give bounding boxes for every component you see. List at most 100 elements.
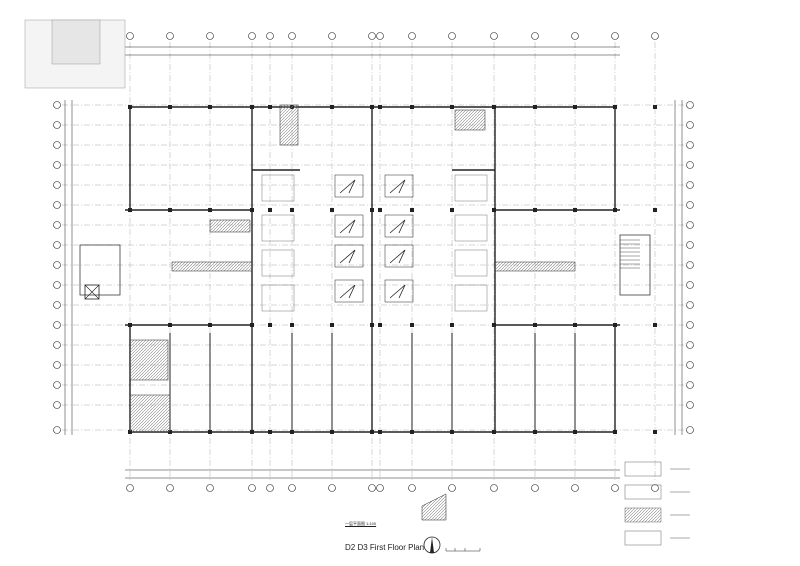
column [653, 430, 657, 434]
column [250, 323, 254, 327]
hatched-area [279, 104, 299, 146]
escalator [384, 244, 414, 268]
hatched-area [129, 394, 171, 433]
column [653, 323, 657, 327]
column [450, 430, 454, 434]
column [250, 105, 254, 109]
grid-bubble-right [686, 426, 694, 434]
grid-bubble-right [686, 181, 694, 189]
column [450, 105, 454, 109]
column [250, 208, 254, 212]
column [208, 208, 212, 212]
grid-bubble-top [126, 32, 134, 40]
scale-bar-icon [445, 548, 481, 552]
grid-bubble-top [651, 32, 659, 40]
column [168, 208, 172, 212]
grid-bubble-bottom [490, 484, 498, 492]
west-entrance [79, 244, 121, 296]
grid-bubble-top [531, 32, 539, 40]
escalator [334, 244, 364, 268]
atrium-void [454, 284, 488, 312]
grid-bubble-left [53, 201, 61, 209]
legend-swatch [624, 507, 662, 523]
key-plan-core [51, 19, 101, 65]
escalator [384, 174, 414, 198]
grid-bubble-top [376, 32, 384, 40]
legend-swatch [624, 484, 662, 500]
grid-bubble-right [686, 321, 694, 329]
column [613, 323, 617, 327]
grid-bubble-top [166, 32, 174, 40]
grid-bubble-bottom [531, 484, 539, 492]
atrium-void [454, 249, 488, 277]
column [378, 105, 382, 109]
grid-bubble-bottom [368, 484, 376, 492]
grid-bubble-right [686, 141, 694, 149]
grid-bubble-bottom [408, 484, 416, 492]
grid-bubble-bottom [611, 484, 619, 492]
north-arrow-needle [430, 537, 434, 553]
column [533, 208, 537, 212]
drawing-subtitle: 一层平面图 1:100 [345, 521, 377, 526]
grid-bubble-bottom [448, 484, 456, 492]
grid-bubble-bottom [651, 484, 659, 492]
escalator [384, 279, 414, 303]
column [370, 430, 374, 434]
grid-bubble-right [686, 301, 694, 309]
column [378, 430, 382, 434]
grid-bubble-right [686, 201, 694, 209]
elevator [84, 284, 100, 300]
grid-bubble-top [611, 32, 619, 40]
grid-bubble-right [686, 341, 694, 349]
column [450, 323, 454, 327]
grid-bubble-top [288, 32, 296, 40]
column [290, 323, 294, 327]
grid-bubble-left [53, 241, 61, 249]
grid-bubble-left [53, 181, 61, 189]
column [168, 105, 172, 109]
column [613, 105, 617, 109]
grid-bubble-right [686, 381, 694, 389]
hatched-area [454, 109, 486, 131]
column [492, 323, 496, 327]
escalator-arrow [339, 219, 356, 234]
grid-bubble-left [53, 281, 61, 289]
column [250, 430, 254, 434]
grid-bubble-right [686, 401, 694, 409]
entrance-steps [421, 493, 447, 521]
grid-bubble-top [490, 32, 498, 40]
grid-bubble-bottom [328, 484, 336, 492]
grid-bubble-left [53, 161, 61, 169]
column [330, 323, 334, 327]
grid-bubble-bottom [126, 484, 134, 492]
column [290, 208, 294, 212]
grid-bubble-left [53, 261, 61, 269]
column [410, 208, 414, 212]
column [573, 430, 577, 434]
grid-bubble-bottom [571, 484, 579, 492]
column [268, 430, 272, 434]
escalator-arrow [389, 249, 406, 264]
column [168, 323, 172, 327]
column [208, 430, 212, 434]
grid-bubble-right [686, 101, 694, 109]
grid-bubble-right [686, 281, 694, 289]
grid-bubble-top [408, 32, 416, 40]
grid-bubble-bottom [248, 484, 256, 492]
grid-bubble-left [53, 321, 61, 329]
atrium-void [261, 174, 295, 202]
elevator-cross [84, 284, 100, 300]
grid-bubble-top [248, 32, 256, 40]
column [492, 208, 496, 212]
column [653, 208, 657, 212]
grid-bubble-bottom [266, 484, 274, 492]
grid-bubble-top [206, 32, 214, 40]
atrium-void [261, 249, 295, 277]
grid-bubble-top [368, 32, 376, 40]
grid-bubble-top [448, 32, 456, 40]
column [378, 208, 382, 212]
atrium-void [454, 174, 488, 202]
atrium-void [261, 214, 295, 242]
grid-bubble-left [53, 221, 61, 229]
